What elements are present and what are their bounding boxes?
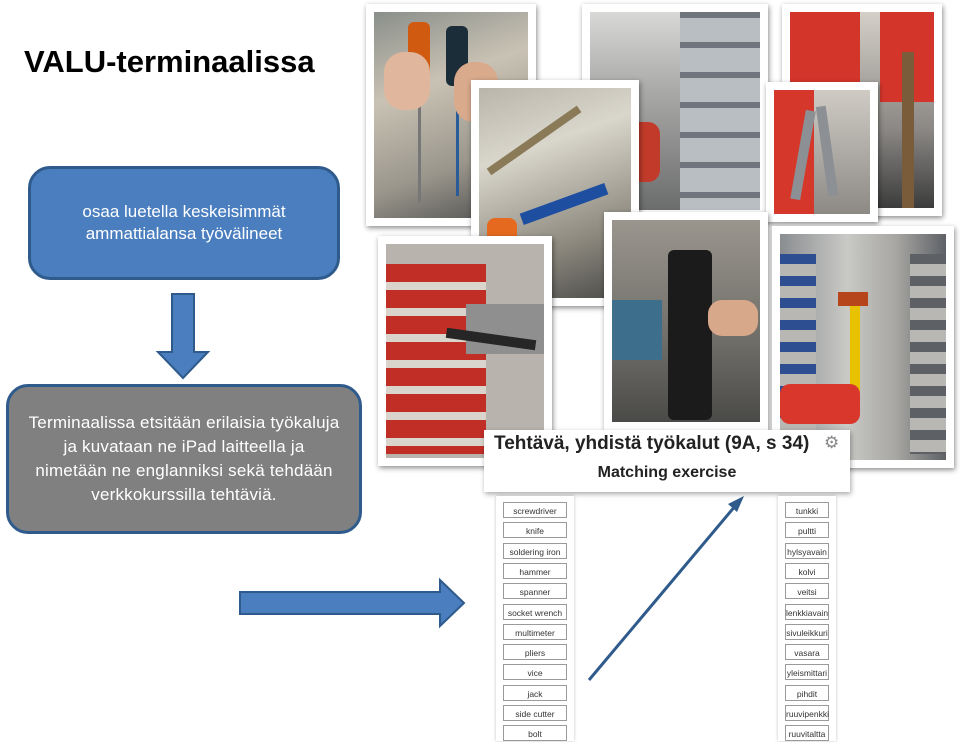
- match-item[interactable]: soldering iron: [503, 542, 567, 559]
- learning-goal-text: osaa luetella keskeisimmät ammattialansa…: [82, 202, 286, 243]
- match-item[interactable]: multimeter: [503, 623, 567, 640]
- match-item[interactable]: vice: [503, 664, 567, 681]
- english-terms-column: screwdriver knife soldering iron hammer span…: [496, 496, 574, 742]
- match-item[interactable]: veitsi: [785, 583, 829, 600]
- match-item[interactable]: spanner: [503, 583, 567, 600]
- match-item[interactable]: tunkki: [785, 502, 829, 518]
- match-item[interactable]: yleismittari: [785, 664, 829, 681]
- match-item[interactable]: jack: [503, 684, 567, 701]
- match-item[interactable]: bolt: [503, 725, 567, 742]
- match-item[interactable]: pihdit: [785, 684, 829, 701]
- matching-heading: Tehtävä, yhdistä työkalut (9A, s 34): [494, 433, 810, 454]
- match-item[interactable]: lenkkiavain: [785, 603, 829, 620]
- finnish-terms-column: tunkki pultti hylsyavain kolvi veitsi lenkkia…: [778, 496, 836, 742]
- activity-description-box: Terminaalissa etsitään erilaisia työkalu…: [6, 384, 362, 534]
- axe-photo: [772, 226, 954, 468]
- match-item[interactable]: sivuleikkuri: [785, 623, 829, 640]
- match-item[interactable]: pliers: [503, 644, 567, 661]
- match-item[interactable]: pultti: [785, 522, 829, 539]
- match-item[interactable]: socket wrench: [503, 603, 567, 620]
- black-pipe-photo: [604, 212, 768, 430]
- match-item[interactable]: hammer: [503, 562, 567, 579]
- match-item[interactable]: ruuvitaltta: [785, 725, 829, 742]
- learning-goal-box: osaa luetella keskeisimmät ammattialansa…: [28, 166, 340, 280]
- match-item[interactable]: knife: [503, 522, 567, 539]
- down-arrow-icon: [155, 293, 211, 380]
- gear-icon[interactable]: ⚙: [824, 433, 840, 452]
- match-item[interactable]: ruuvipenkki: [785, 705, 829, 721]
- matching-subheading: Matching exercise: [597, 464, 737, 481]
- match-item[interactable]: screwdriver: [503, 502, 567, 518]
- activity-description-text: Terminaalissa etsitään erilaisia työkalu…: [28, 413, 340, 504]
- right-arrow-icon: [239, 577, 466, 629]
- page-title: VALU-terminaalissa: [24, 44, 315, 79]
- match-item[interactable]: kolvi: [785, 562, 829, 579]
- diagonal-arrow-icon: [728, 496, 744, 512]
- match-item[interactable]: side cutter: [503, 705, 567, 721]
- matching-exercise-header: Tehtävä, yhdistä työkalut (9A, s 34) ⚙ M…: [484, 430, 850, 492]
- match-item[interactable]: vasara: [785, 644, 829, 661]
- socket-wrench-photo: [378, 236, 552, 466]
- match-item[interactable]: hylsyavain: [785, 542, 829, 559]
- wrenches-photo: [766, 82, 878, 222]
